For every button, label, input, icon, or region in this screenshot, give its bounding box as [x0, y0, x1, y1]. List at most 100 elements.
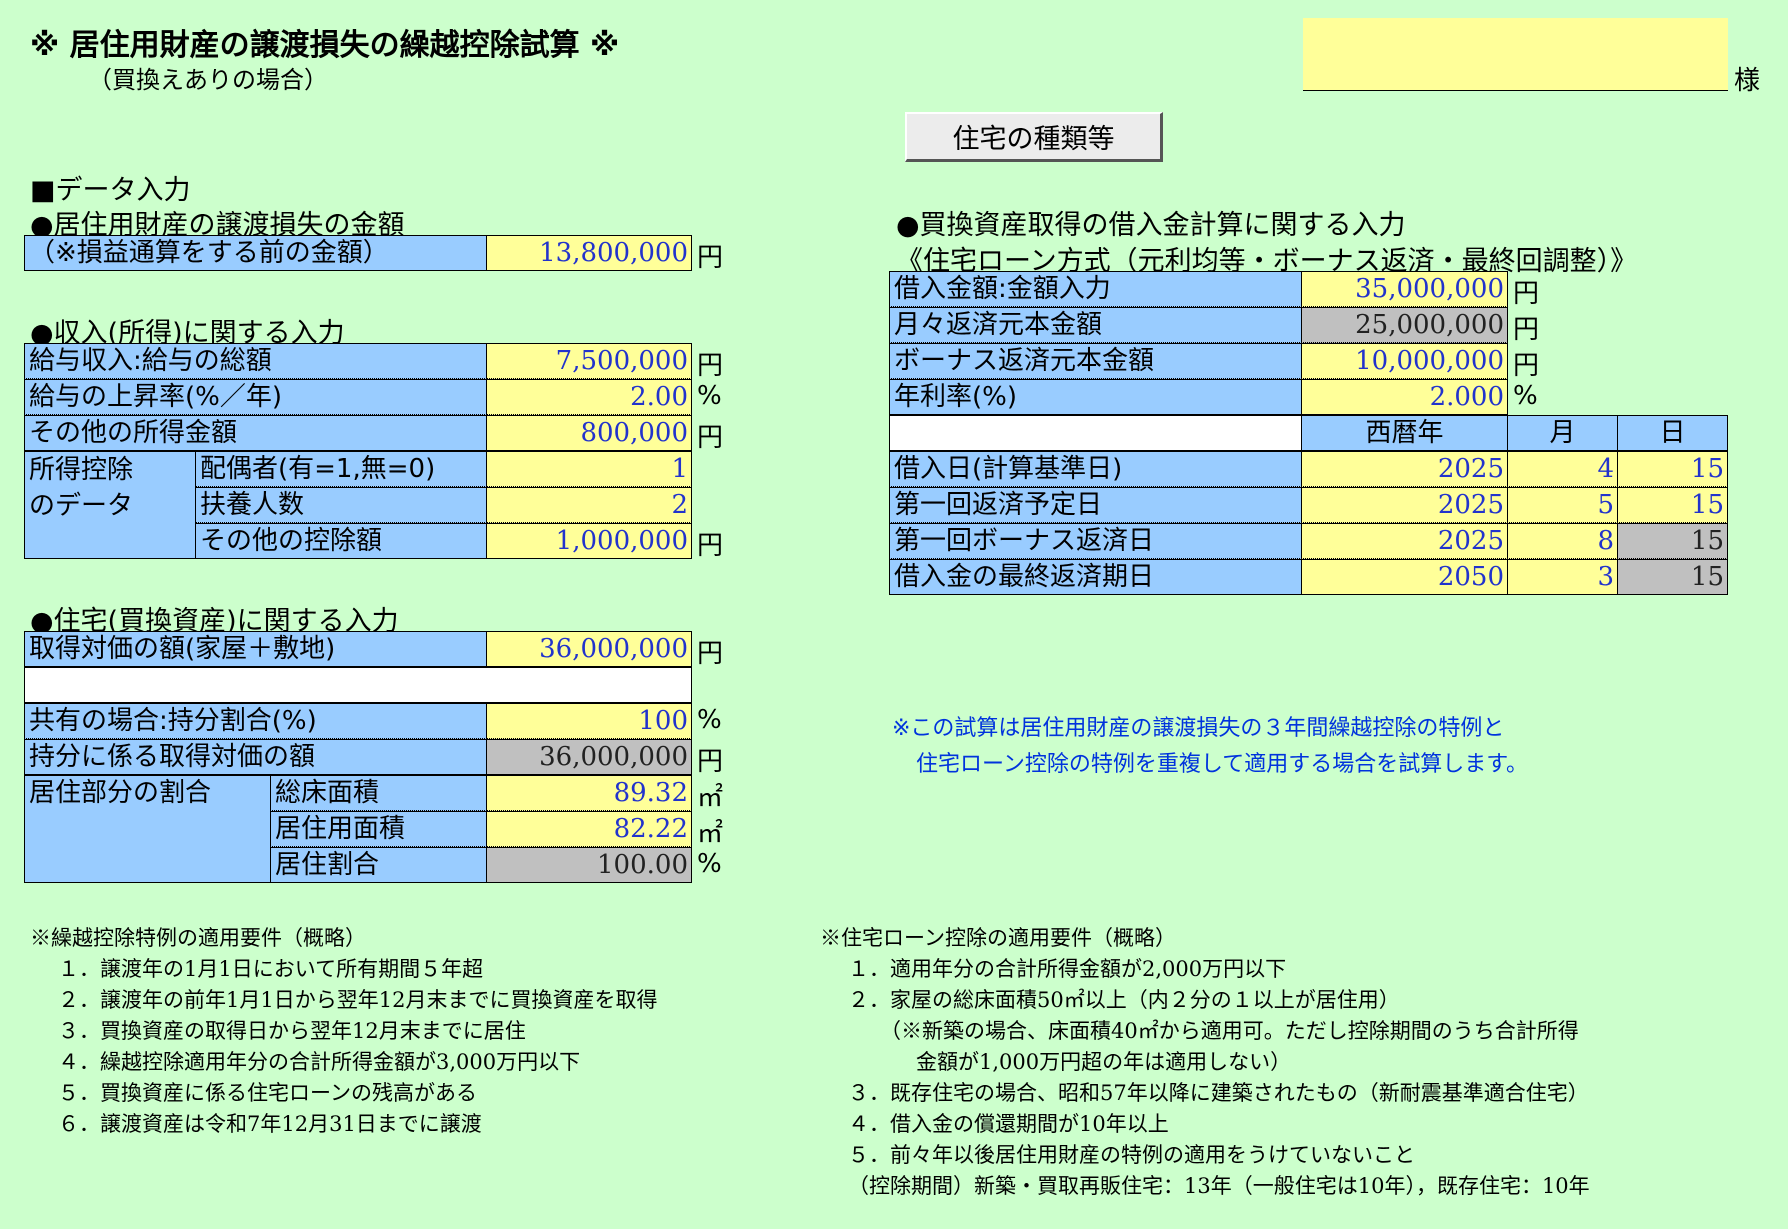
first-bonus-month-input[interactable]: 8 [1507, 523, 1618, 559]
raise-rate-input[interactable]: 2.00 [486, 379, 692, 415]
page-subtitle: （買換えありの場合） [88, 66, 328, 94]
total-floor-input[interactable]: 89.32 [486, 775, 692, 811]
first-payment-month-input[interactable]: 5 [1507, 487, 1618, 523]
loss-amount-input[interactable]: 13,800,000 [486, 235, 692, 271]
unit-yen: 円 [1513, 315, 1540, 345]
req-right-line: ３．既存住宅の場合、昭和57年以降に建築されたもの（新耐震基準適合住宅） [848, 1081, 1589, 1105]
loss-label: （※損益通算をする前の金額） [24, 235, 487, 271]
unit-yen: 円 [697, 747, 724, 777]
deduction-label-line2: のデータ [29, 491, 134, 521]
loan-amount-input[interactable]: 35,000,000 [1301, 271, 1508, 307]
unit-yen: 円 [697, 243, 724, 273]
share-ratio-input[interactable]: 100 [486, 703, 692, 739]
bonus-principal-input[interactable]: 10,000,000 [1301, 343, 1508, 379]
raise-rate-label: 給与の上昇率(%／年) [24, 379, 487, 415]
req-left-heading: ※繰越控除特例の適用要件（概略） [30, 926, 366, 950]
loan-date-label: 借入日(計算基準日) [889, 451, 1302, 487]
date-header-blank [889, 415, 1302, 451]
col-day-header: 日 [1617, 415, 1728, 451]
unit-yen: 円 [1513, 351, 1540, 381]
final-payment-label: 借入金の最終返済期日 [889, 559, 1302, 595]
page-title: ※ 居住用財産の譲渡損失の繰越控除試算 ※ [30, 28, 620, 63]
note-line-2: 住宅ローン控除の特例を重複して適用する場合を試算します。 [916, 752, 1529, 777]
unit-percent: % [697, 381, 722, 411]
loan-heading: ●買換資産取得の借入金計算に関する入力 [896, 210, 1406, 241]
unit-yen: 円 [1513, 279, 1540, 309]
note-line-1: ※この試算は居住用財産の譲渡損失の３年間繰越控除の特例と [892, 716, 1505, 741]
other-income-input[interactable]: 800,000 [486, 415, 692, 451]
other-income-label: その他の所得金額 [24, 415, 487, 451]
interest-rate-input[interactable]: 2.000 [1301, 379, 1508, 415]
share-acquisition-label: 持分に係る取得対価の額 [24, 739, 487, 775]
unit-percent: % [1513, 381, 1538, 411]
deduction-data-label: 所得控除 のデータ [24, 451, 196, 559]
unit-yen: 円 [697, 639, 724, 669]
residence-ratio-label: 居住部分の割合 [24, 775, 271, 883]
req-left-item: ５．買換資産に係る住宅ローンの残高がある [58, 1081, 477, 1105]
unit-yen: 円 [697, 423, 724, 453]
final-payment-year-input[interactable]: 2050 [1301, 559, 1508, 595]
monthly-principal-label: 月々返済元本金額 [889, 307, 1302, 343]
first-bonus-label: 第一回ボーナス返済日 [889, 523, 1302, 559]
data-input-heading: ■データ入力 [30, 175, 191, 206]
unit-percent: % [697, 705, 722, 735]
first-payment-label: 第一回返済予定日 [889, 487, 1302, 523]
share-ratio-label: 共有の場合:持分割合(%) [24, 703, 487, 739]
final-payment-day-value: 15 [1617, 559, 1728, 595]
req-left-item: １．譲渡年の1月1日において所有期間５年超 [58, 957, 484, 981]
unit-yen: 円 [697, 531, 724, 561]
customer-name-field[interactable] [1303, 18, 1728, 91]
housing-type-button[interactable]: 住宅の種類等 [905, 112, 1163, 162]
req-left-item: ６．譲渡資産は令和7年12月31日までに譲渡 [58, 1112, 482, 1136]
acquisition-price-label: 取得対価の額(家屋＋敷地) [24, 631, 487, 667]
first-payment-day-input[interactable]: 15 [1617, 487, 1728, 523]
req-right-line: （※新築の場合、床面積40㎡から適用可。ただし控除期間のうち合計所得 [880, 1019, 1579, 1043]
unit-sqm: ㎡ [697, 783, 724, 813]
total-floor-label: 総床面積 [270, 775, 487, 811]
unit-percent: % [697, 849, 722, 879]
req-right-line: ２．家屋の総床面積50㎡以上（内２分の１以上が居住用） [848, 988, 1400, 1012]
salary-label: 給与収入:給与の総額 [24, 343, 487, 379]
spouse-input[interactable]: 1 [486, 451, 692, 487]
blank-row [24, 667, 692, 703]
bonus-principal-label: ボーナス返済元本金額 [889, 343, 1302, 379]
req-right-heading: ※住宅ローン控除の適用要件（概略） [820, 926, 1176, 950]
req-left-item: ２．譲渡年の前年1月1日から翌年12月末までに買換資産を取得 [58, 988, 658, 1012]
acquisition-price-input[interactable]: 36,000,000 [486, 631, 692, 667]
req-left-item: ４．繰越控除適用年分の合計所得金額が3,000万円以下 [58, 1050, 581, 1074]
first-bonus-day-value: 15 [1617, 523, 1728, 559]
loan-date-year-input[interactable]: 2025 [1301, 451, 1508, 487]
dependents-input[interactable]: 2 [486, 487, 692, 523]
share-acquisition-value: 36,000,000 [486, 739, 692, 775]
req-right-line: ５．前々年以後居住用財産の特例の適用をうけていないこと [848, 1143, 1415, 1167]
unit-yen: 円 [697, 351, 724, 381]
salary-input[interactable]: 7,500,000 [486, 343, 692, 379]
loan-amount-label: 借入金額:金額入力 [889, 271, 1302, 307]
req-right-line: ４．借入金の償還期間が10年以上 [848, 1112, 1169, 1136]
dependents-label: 扶養人数 [195, 487, 487, 523]
interest-rate-label: 年利率(%) [889, 379, 1302, 415]
req-right-line: （控除期間）新築・買取再販住宅：13年（一般住宅は10年），既存住宅：10年 [848, 1174, 1590, 1198]
other-deduction-input[interactable]: 1,000,000 [486, 523, 692, 559]
monthly-principal-value: 25,000,000 [1301, 307, 1508, 343]
residence-ratio-row-label: 居住割合 [270, 847, 487, 883]
spouse-label: 配偶者(有=1,無=0) [195, 451, 487, 487]
col-month-header: 月 [1507, 415, 1618, 451]
final-payment-month-input[interactable]: 3 [1507, 559, 1618, 595]
req-right-line: １．適用年分の合計所得金額が2,000万円以下 [848, 957, 1287, 981]
honorific-label: 様 [1734, 66, 1761, 96]
other-deduction-label: その他の控除額 [195, 523, 487, 559]
residential-floor-input[interactable]: 82.22 [486, 811, 692, 847]
first-payment-year-input[interactable]: 2025 [1301, 487, 1508, 523]
loan-date-month-input[interactable]: 4 [1507, 451, 1618, 487]
residence-ratio-value: 100.00 [486, 847, 692, 883]
loan-date-day-input[interactable]: 15 [1617, 451, 1728, 487]
carryover-requirements: ※繰越控除特例の適用要件（概略） １．譲渡年の1月1日において所有期間５年超 ２… [30, 923, 657, 1140]
req-right-line: 金額が1,000万円超の年は適用しない） [916, 1050, 1292, 1074]
deduction-label-line1: 所得控除 [29, 455, 134, 485]
first-bonus-year-input[interactable]: 2025 [1301, 523, 1508, 559]
residential-floor-label: 居住用面積 [270, 811, 487, 847]
col-year-header: 西暦年 [1301, 415, 1508, 451]
req-left-item: ３．買換資産の取得日から翌年12月末までに居住 [58, 1019, 526, 1043]
unit-sqm: ㎡ [697, 819, 724, 849]
